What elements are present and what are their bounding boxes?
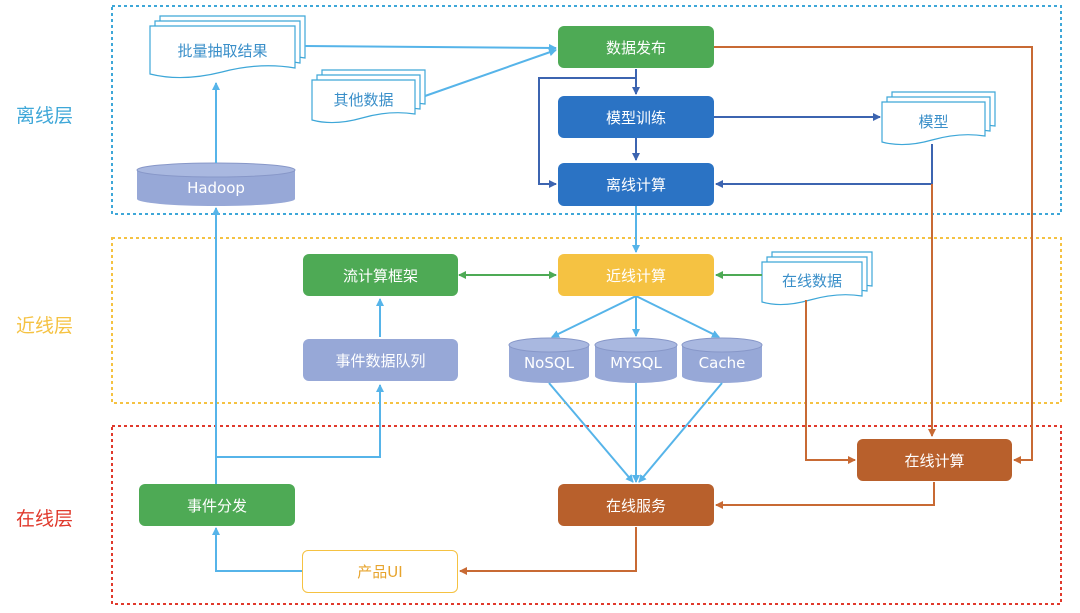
model-training-node: 模型训练 — [558, 96, 714, 138]
cache-cylinder — [681, 337, 763, 383]
nearline-layer-frame — [111, 237, 1062, 404]
arrow-onlinedata-to-onlinecompute — [805, 300, 856, 464]
arrow-service-to-ui — [459, 527, 637, 575]
arrow-publish-to-onlinecompute — [714, 46, 1033, 464]
online-data-label: 在线数据 — [781, 271, 842, 290]
cache-label: Cache — [698, 354, 746, 372]
online-service-node: 在线服务 — [558, 484, 714, 526]
batch-results-doc — [149, 15, 306, 79]
online-data-doc — [761, 251, 873, 306]
arrow-nearline-to-cache — [635, 295, 720, 338]
product-ui-node: 产品UI — [302, 550, 458, 593]
model-label: 模型 — [918, 112, 949, 131]
arrow-other-to-publish — [424, 48, 557, 97]
arrow-cache-to-service — [638, 382, 723, 483]
arrow-ui-to-dispatch — [212, 527, 302, 572]
arrow-onlinecompute-to-service — [715, 482, 935, 509]
batch-results-label: 批量抽取结果 — [177, 41, 268, 60]
nosql-label: NoSQL — [523, 354, 575, 372]
event-queue-node: 事件数据队列 — [303, 339, 458, 381]
arrow-nearline-to-nosql — [551, 295, 637, 338]
arrow-publish-to-offline — [538, 77, 636, 188]
online-layer-label: 在线层 — [16, 508, 74, 530]
offline-layer-label: 离线层 — [16, 105, 74, 127]
offline-compute-node: 离线计算 — [558, 163, 714, 206]
event-dispatch-node: 事件分发 — [139, 484, 295, 526]
data-publish-node: 数据发布 — [558, 26, 714, 68]
stream-framework-node: 流计算框架 — [303, 254, 458, 296]
other-data-doc — [311, 69, 426, 124]
hadoop-label: Hadoop — [187, 179, 245, 197]
mysql-label: MYSQL — [610, 354, 662, 372]
nosql-cylinder — [508, 337, 590, 383]
mysql-cylinder — [594, 337, 678, 383]
offline-layer-frame — [111, 5, 1062, 215]
other-data-label: 其他数据 — [333, 90, 394, 109]
nearline-layer-label: 近线层 — [16, 315, 74, 337]
arrow-model-to-offline — [715, 144, 933, 188]
model-doc — [881, 91, 996, 146]
arrow-nosql-to-service — [548, 382, 634, 483]
arrow-dispatch-to-queue — [216, 384, 384, 458]
nearline-compute-node: 近线计算 — [558, 254, 714, 296]
hadoop-cylinder — [136, 162, 296, 206]
online-compute-node: 在线计算 — [857, 439, 1012, 481]
arrow-batch-to-publish — [304, 43, 557, 52]
